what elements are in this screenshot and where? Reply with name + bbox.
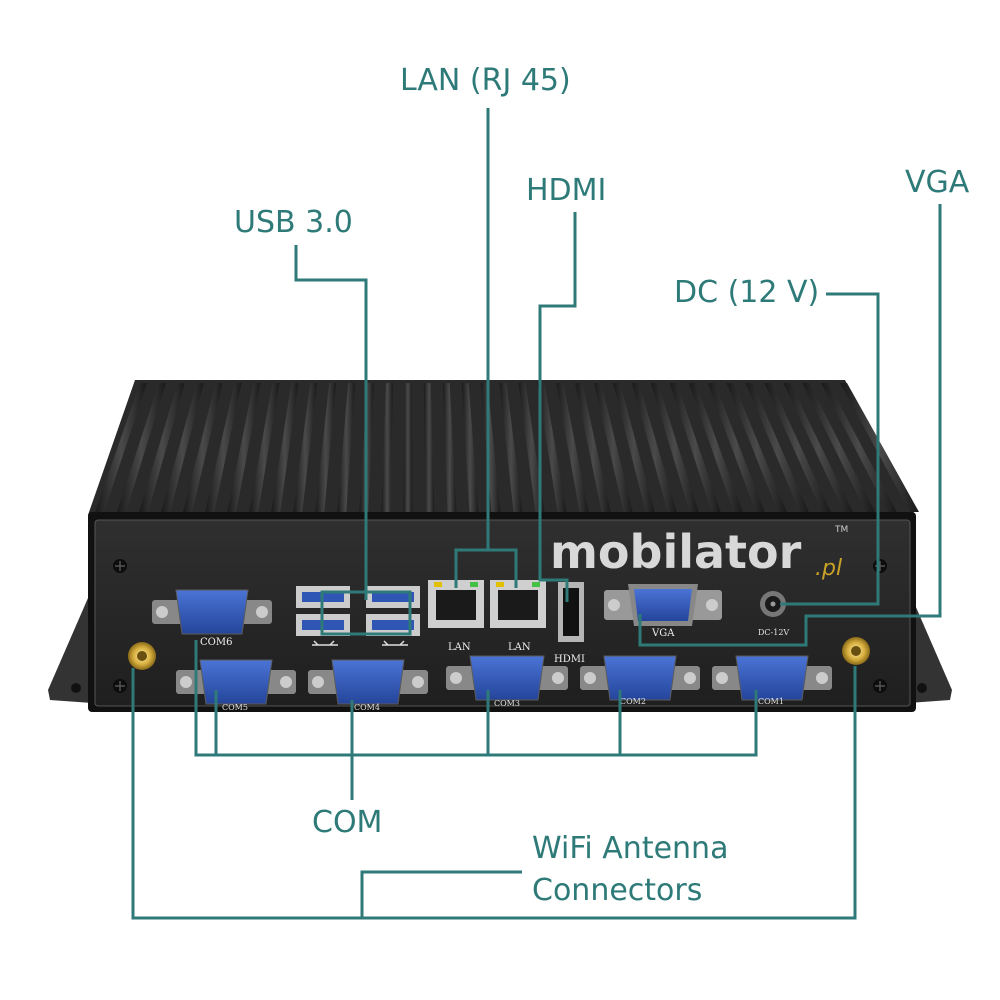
heatsink-fin [480,383,501,512]
hdmi-leader-line [538,212,577,602]
screw-icon [873,559,887,573]
brand-logo: mobilator .pl TM [550,525,848,581]
wifi-antenna-connector-left [128,642,156,670]
usb-port [366,586,420,608]
heatsink-fin [707,383,765,512]
heatsink-fin [227,383,261,512]
heatsink-fin [594,383,633,512]
heatsink [88,380,919,515]
lan-port [490,580,546,628]
wifi-callout-line1: WiFi Antenna [532,831,729,866]
usb-symbol-icon [382,640,408,646]
com1-port-label: COM1 [758,697,784,706]
wifi-antenna-connector-right [842,637,870,665]
com3-port: COM3 [446,655,568,708]
vga-callout: VGA [905,165,970,200]
com4-port-label: COM4 [354,703,380,712]
heatsink-fin [688,383,743,512]
wifi-leader-line [131,666,857,920]
heatsink-fin [518,383,545,512]
vga-port-label: VGA [651,628,675,639]
wifi-callout-line2: Connectors [532,873,703,908]
heatsink-fin [117,383,166,512]
wifi-leader-branch [360,870,522,918]
hdmi-port-label: HDMI [554,654,585,665]
hdmi-port: HDMI [554,582,585,665]
com5-port: COM5 [176,659,296,712]
dc-leader-line [780,292,880,606]
lan-callout: LAN (RJ 45) [400,63,571,98]
heatsink-fin [249,383,280,512]
heatsink-fin [442,383,457,512]
lan-port-group: LAN LAN [428,580,546,653]
heatsink-fin [669,383,721,512]
lan-leader-line-split [454,548,518,588]
heatsink-fin [461,383,479,512]
usb-symbol-icon [312,640,338,646]
heatsink-fin [95,383,147,512]
lan-port [428,580,484,628]
heatsink-fin [631,383,677,512]
leader-lines [131,108,942,920]
brand-logo-suffix: .pl [815,556,842,581]
heatsink-fin [556,383,589,512]
com-port-group: COM6 COM5 COM4 COM3 COM2 [152,589,832,712]
heatsink-fin [764,383,831,512]
com1-port: COM1 [712,655,832,706]
com4-port: COM4 [308,659,428,712]
heatsink-fin [403,383,413,512]
usb-leader-line-split [320,590,412,636]
heatsink-fin [783,383,853,512]
com6-port: COM6 [152,589,272,648]
brand-logo-main: mobilator [550,525,802,579]
heatsink-fin [423,383,435,512]
heatsink-fin [337,383,356,512]
heatsink-fin [537,383,567,512]
com2-port: COM2 [580,655,700,706]
heatsink-fin [575,383,611,512]
heatsink-fin [183,383,223,512]
heatsink-fin [205,383,242,512]
heatsink-fin [315,383,337,512]
dc-port-label: DC-12V [758,628,789,637]
heatsink-fin [499,383,523,512]
com5-port-label: COM5 [222,703,248,712]
vga-port: VGA [604,584,722,639]
heatsink-fin [726,383,787,512]
usb-port [366,614,420,636]
vga-leader-line [638,204,942,647]
dc-power-jack: DC-12V [758,591,789,637]
com2-port-label: COM2 [620,697,646,706]
screw-icon [113,559,127,573]
com-callout: COM [312,805,383,840]
heatsink-fin [381,383,393,512]
com3-port-label: COM3 [494,699,520,708]
heatsink-fin [293,383,318,512]
heatsink-fin [745,383,809,512]
screw-icon [873,679,887,693]
heatsink-fin [271,383,299,512]
screw-icon [113,679,127,693]
usb-callout: USB 3.0 [234,205,353,240]
heatsink-fin [161,383,204,512]
heatsink-fin [612,383,655,512]
com-leader-line [194,690,758,757]
dc-callout: DC (12 V) [674,275,820,310]
heatsink-fin [650,383,699,512]
hdmi-callout: HDMI [526,173,607,208]
usb-leader-line [294,245,368,600]
heatsink-fin [139,383,185,512]
lan2-port-label: LAN [508,642,531,653]
trademark-mark: TM [834,525,848,535]
heatsink-fin [802,383,875,512]
com6-port-label: COM6 [200,637,232,648]
lan1-port-label: LAN [448,642,471,653]
